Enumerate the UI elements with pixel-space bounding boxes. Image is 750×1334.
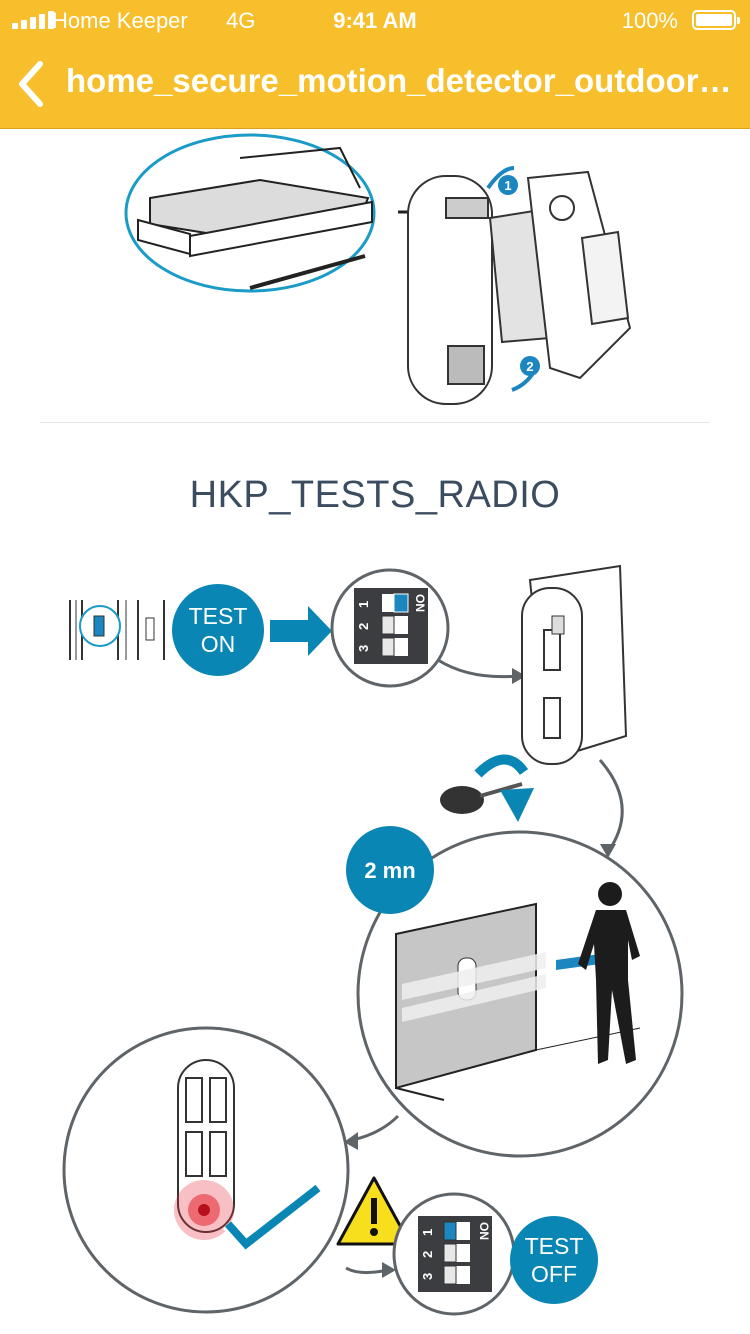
switch-on-label: ON xyxy=(413,594,427,612)
carrier-label: Home Keeper xyxy=(52,8,188,33)
rotate-arrow-icon xyxy=(500,788,534,822)
switch-off-3-label: 3 xyxy=(420,1273,435,1280)
switch-2-label: 2 xyxy=(356,623,371,630)
status-bar: Home Keeper 4G 9:41 AM 100% xyxy=(0,0,750,40)
signal-icon xyxy=(12,11,54,29)
back-button[interactable] xyxy=(12,58,52,110)
app-header: Home Keeper 4G 9:41 AM 100% home_secure_… xyxy=(0,0,750,129)
timer-badge xyxy=(346,826,434,914)
section-title: HKP_TESTS_RADIO xyxy=(189,474,561,516)
switch-3-label: 3 xyxy=(356,645,371,652)
clock: 9:41 AM xyxy=(333,8,417,33)
test-off-line2: OFF xyxy=(531,1261,577,1287)
section-divider xyxy=(40,422,710,423)
detector-thumbnail xyxy=(69,600,165,660)
mounting-illustration: 1 2 xyxy=(124,133,632,405)
switch-off-on-label: ON xyxy=(477,1222,491,1240)
test-off-badge xyxy=(510,1216,598,1304)
mount-step-1-label: 1 xyxy=(504,178,511,193)
switch-1-label: 1 xyxy=(356,601,371,608)
screwdriver-icon xyxy=(440,786,484,814)
radio-test-illustration: TEST ON 1 2 3 ON 2 mn xyxy=(62,564,684,1316)
page-title: home_secure_motion_detector_outdoor_... xyxy=(66,62,736,99)
network-label: 4G xyxy=(226,8,256,33)
battery-percent: 100% xyxy=(621,8,678,33)
arrow-right-icon xyxy=(308,606,332,656)
switch-off-2-label: 2 xyxy=(420,1251,435,1258)
chevron-left-icon xyxy=(19,61,43,107)
test-off-line1: TEST xyxy=(525,1233,584,1259)
test-on-line1: TEST xyxy=(189,603,248,629)
person-silhouette xyxy=(578,882,640,1064)
battery-icon xyxy=(692,10,740,30)
checkmark-icon xyxy=(225,1184,321,1250)
timer-label: 2 mn xyxy=(364,858,415,883)
test-on-line2: ON xyxy=(201,631,236,657)
warning-icon xyxy=(336,1176,412,1246)
mount-step-2-label: 2 xyxy=(526,359,533,374)
led-indicator xyxy=(198,1204,210,1216)
switch-off-1-label: 1 xyxy=(420,1229,435,1236)
test-on-badge xyxy=(172,584,264,676)
